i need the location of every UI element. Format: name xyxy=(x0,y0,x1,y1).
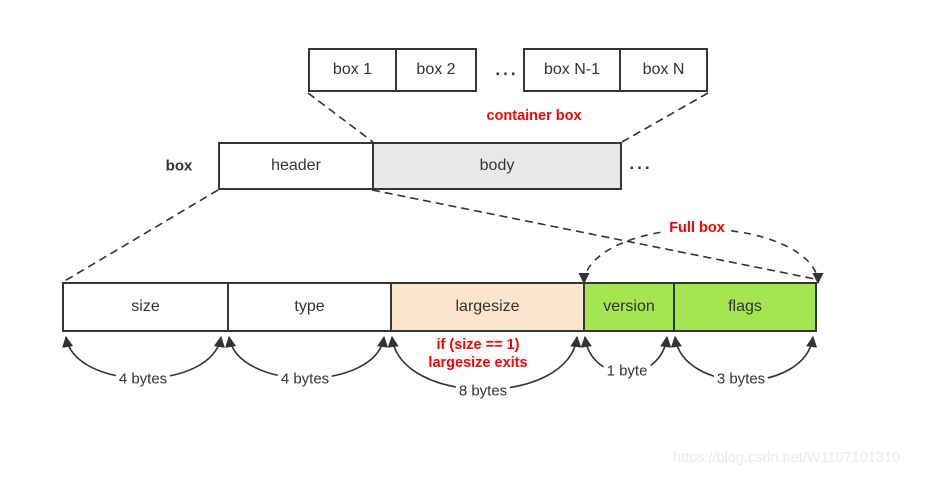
container-box-caption: container box xyxy=(486,108,582,124)
condition-line-2: largesize exits xyxy=(428,355,528,371)
type-bytes-label: 4 bytes xyxy=(277,370,333,388)
box-2-cell: box 2 xyxy=(395,50,475,90)
container-box-group-right: box N-1 box N xyxy=(523,48,708,92)
flags-bytes-label: 3 bytes xyxy=(713,370,769,388)
version-bytes-label: 1 byte xyxy=(603,362,651,380)
middle-row-ellipsis: ... xyxy=(629,154,653,173)
largesize-condition-note: if (size == 1) largesize exits xyxy=(428,336,527,372)
dashed-line-header-to-size xyxy=(62,189,219,283)
full-box-label: Full box xyxy=(665,220,729,236)
condition-line-1: if (size == 1) xyxy=(436,337,520,353)
size-bytes-label: 4 bytes xyxy=(115,370,171,388)
version-cell: version xyxy=(583,284,673,330)
largesize-bytes-label: 8 bytes xyxy=(455,382,511,400)
box-1-cell: box 1 xyxy=(310,50,395,90)
body-cell: body xyxy=(372,144,620,188)
full-box-ellipse-arc xyxy=(578,228,824,285)
dashed-line-header-to-flags xyxy=(371,189,816,280)
top-row-ellipsis: ... xyxy=(495,60,519,79)
header-cell: header xyxy=(220,144,372,188)
dashed-line-boxN-to-body xyxy=(621,92,709,143)
dashed-line-box1-to-body xyxy=(307,92,374,143)
largesize-cell: largesize xyxy=(390,284,583,330)
box-n-1-cell: box N-1 xyxy=(525,50,619,90)
box-row-label: box xyxy=(165,157,193,175)
flags-cell: flags xyxy=(673,284,815,330)
size-cell: size xyxy=(64,284,227,330)
box-row: header body xyxy=(218,142,622,190)
watermark-url: https://blog.csdn.net/W1107101310 xyxy=(673,450,901,466)
box-n-cell: box N xyxy=(619,50,706,90)
header-fields-row: size type largesize version flags xyxy=(62,282,817,332)
container-box-group-left: box 1 box 2 xyxy=(308,48,477,92)
type-cell: type xyxy=(227,284,390,330)
